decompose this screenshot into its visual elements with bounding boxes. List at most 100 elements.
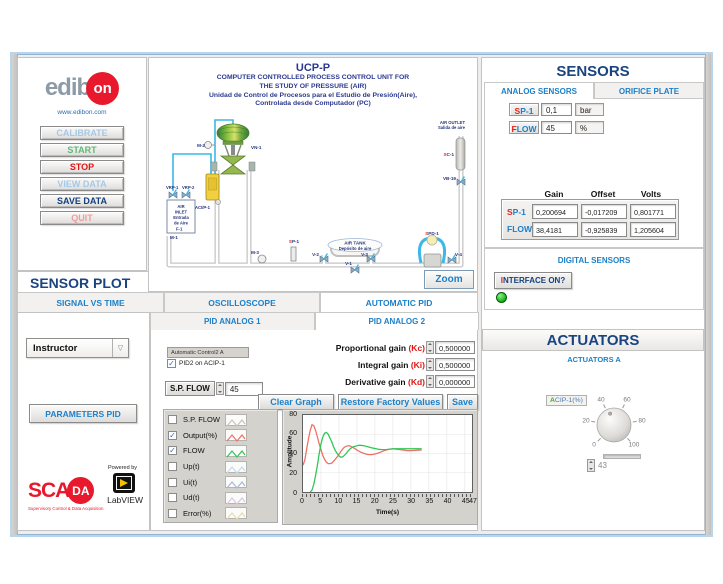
ki-spinner[interactable] bbox=[426, 358, 434, 371]
converter-acip1 bbox=[205, 173, 221, 205]
legend-checkbox[interactable] bbox=[168, 462, 177, 472]
flow-value: 45 bbox=[541, 121, 572, 134]
legend-checkbox[interactable]: ✓ bbox=[168, 430, 177, 440]
knob-tick-label: 80 bbox=[638, 417, 646, 425]
kc-value[interactable]: 0,500000 bbox=[435, 341, 475, 354]
derivative-gain-label: Derivative gain (Kd) bbox=[345, 376, 425, 387]
gauge-m3 bbox=[257, 254, 267, 264]
label-m1: M-1 bbox=[170, 235, 178, 240]
legend-label: FLOW bbox=[183, 446, 205, 456]
pid2-checkbox-label: PID2 on ACIP-1 bbox=[179, 360, 225, 367]
tab-pid-analog-1[interactable]: PID ANALOG 1 bbox=[150, 312, 315, 330]
sp1-gain: 0,200694 bbox=[532, 204, 578, 219]
edibon-logo: edib on bbox=[18, 68, 146, 108]
x-tick-label: 5 bbox=[318, 498, 323, 505]
x-tick-label: 0 bbox=[300, 498, 304, 505]
tab-orifice-plate[interactable]: ORIFICE PLATE bbox=[594, 82, 704, 99]
plot-area[interactable] bbox=[302, 414, 473, 493]
labview-logo-icon bbox=[113, 473, 135, 493]
legend-label: Output(%) bbox=[183, 430, 218, 440]
quit-button[interactable]: QUIT bbox=[40, 211, 124, 225]
knob-slider-groove[interactable] bbox=[603, 454, 641, 459]
legend-checkbox[interactable] bbox=[168, 477, 177, 487]
zoom-button[interactable]: Zoom bbox=[424, 270, 474, 289]
start-button[interactable]: START bbox=[40, 143, 124, 157]
label-air-inlet-1: AIR bbox=[177, 204, 184, 209]
interface-on-button[interactable]: INTERFACE ON? bbox=[494, 272, 572, 289]
save-data-button[interactable]: SAVE DATA bbox=[40, 194, 124, 208]
scada-circle: DA bbox=[67, 477, 95, 504]
view-data-button[interactable]: VIEW DATA bbox=[40, 177, 124, 191]
kd-spinner[interactable] bbox=[426, 375, 434, 388]
legend-row[interactable]: Ui(t) bbox=[164, 474, 277, 490]
restore-factory-values-button[interactable]: Restore Factory Values bbox=[338, 394, 443, 410]
legend-line-sample[interactable] bbox=[225, 444, 247, 458]
legend-row[interactable]: S.P. FLOW bbox=[164, 412, 277, 428]
ki-value[interactable]: 0,500000 bbox=[435, 358, 475, 371]
gain-header: Gain bbox=[544, 189, 564, 199]
sensor-plot-header[interactable]: SENSOR PLOT bbox=[17, 271, 150, 292]
label-m3: M-3 bbox=[251, 250, 259, 255]
kd-value[interactable]: 0,000000 bbox=[435, 375, 475, 388]
diagram-subtitle-4: Controlada desde Computador (PC) bbox=[255, 100, 371, 108]
clear-graph-button[interactable]: Clear Graph bbox=[258, 394, 334, 410]
legend-line-sample[interactable] bbox=[225, 476, 247, 490]
sp1-offset: -0,017209 bbox=[581, 204, 627, 219]
flow-name-plate[interactable]: FLOW bbox=[509, 121, 539, 134]
legend-checkbox[interactable]: ✓ bbox=[168, 446, 177, 456]
actuators-header-bar: ACTUATORS bbox=[482, 329, 704, 351]
legend-line-sample[interactable] bbox=[225, 491, 247, 505]
control-valve-vn1 bbox=[210, 123, 256, 175]
checkbox-icon[interactable] bbox=[167, 359, 176, 368]
legend-row[interactable]: Up(t) bbox=[164, 459, 277, 475]
save-button[interactable]: Save bbox=[447, 394, 478, 410]
volts-header: Volts bbox=[640, 189, 662, 199]
label-f1: F-1 bbox=[176, 227, 183, 232]
x-tick-label: 20 bbox=[370, 498, 379, 505]
tab-oscilloscope[interactable]: OSCILLOSCOPE bbox=[164, 292, 320, 312]
knob-value-control[interactable]: 43 bbox=[586, 459, 607, 472]
legend-label: Error(%) bbox=[183, 508, 212, 518]
legend-checkbox[interactable] bbox=[168, 493, 177, 503]
parameters-pid-button[interactable]: PARAMETERS PID bbox=[29, 404, 137, 423]
proportional-gain-row: Proportional gain (Kc) 0,500000 bbox=[257, 341, 475, 354]
legend-checkbox[interactable] bbox=[168, 508, 177, 518]
legend-checkbox[interactable] bbox=[168, 415, 177, 425]
legend-line-sample[interactable] bbox=[225, 413, 247, 427]
sp1-name-plate[interactable]: SP-1 bbox=[509, 103, 539, 116]
gauge-m2 bbox=[204, 141, 212, 149]
tab-pid-analog-2[interactable]: PID ANALOG 2 bbox=[314, 312, 479, 330]
tab-signal-vs-time[interactable]: SIGNAL VS TIME bbox=[17, 292, 164, 312]
knob-spinner[interactable] bbox=[587, 459, 595, 472]
instructor-dropdown[interactable]: Instructor bbox=[26, 338, 129, 358]
dropdown-arrow-icon[interactable] bbox=[112, 339, 128, 357]
stop-button[interactable]: STOP bbox=[40, 160, 124, 174]
pid2-checkbox[interactable]: PID2 on ACIP-1 bbox=[167, 359, 225, 368]
legend-row[interactable]: ✓ Output(%) bbox=[164, 428, 277, 444]
label-v1: V-1 bbox=[345, 261, 352, 266]
kc-spinner[interactable] bbox=[426, 341, 434, 354]
sp1-unit: bar bbox=[575, 103, 604, 116]
calibrate-button[interactable]: CALIBRATE bbox=[40, 126, 124, 140]
integral-gain-label: Integral gain (Ki) bbox=[357, 359, 425, 370]
label-air-inlet-2: INLET bbox=[175, 210, 188, 215]
sensor-sp1 bbox=[290, 246, 297, 262]
legend-row[interactable]: ✓ FLOW bbox=[164, 443, 277, 459]
valve-vrp2 bbox=[181, 188, 191, 199]
legend-line-sample[interactable] bbox=[225, 460, 247, 474]
sp-flow-spinner[interactable] bbox=[215, 382, 224, 395]
sp-flow-value[interactable]: 45 bbox=[224, 381, 263, 396]
diagram-subtitle-1: COMPUTER CONTROLLED PROCESS CONTROL UNIT… bbox=[216, 74, 410, 81]
tab-automatic-pid[interactable]: AUTOMATIC PID bbox=[320, 292, 478, 312]
legend-line-sample[interactable] bbox=[225, 507, 247, 521]
legend-line-sample[interactable] bbox=[225, 429, 247, 443]
tab-analog-sensors[interactable]: ANALOG SENSORS bbox=[484, 82, 594, 99]
automatic-control-label: Automatic Control2 A bbox=[167, 347, 249, 358]
flow-gain: 38,4181 bbox=[532, 222, 578, 237]
legend-row[interactable]: Error(%) bbox=[164, 506, 277, 522]
sp-flow-control: S.P. FLOW 45 bbox=[165, 381, 263, 396]
sp1-reading-row: SP-1 0,1 bar bbox=[509, 103, 604, 116]
legend-row[interactable]: Ud(t) bbox=[164, 490, 277, 506]
